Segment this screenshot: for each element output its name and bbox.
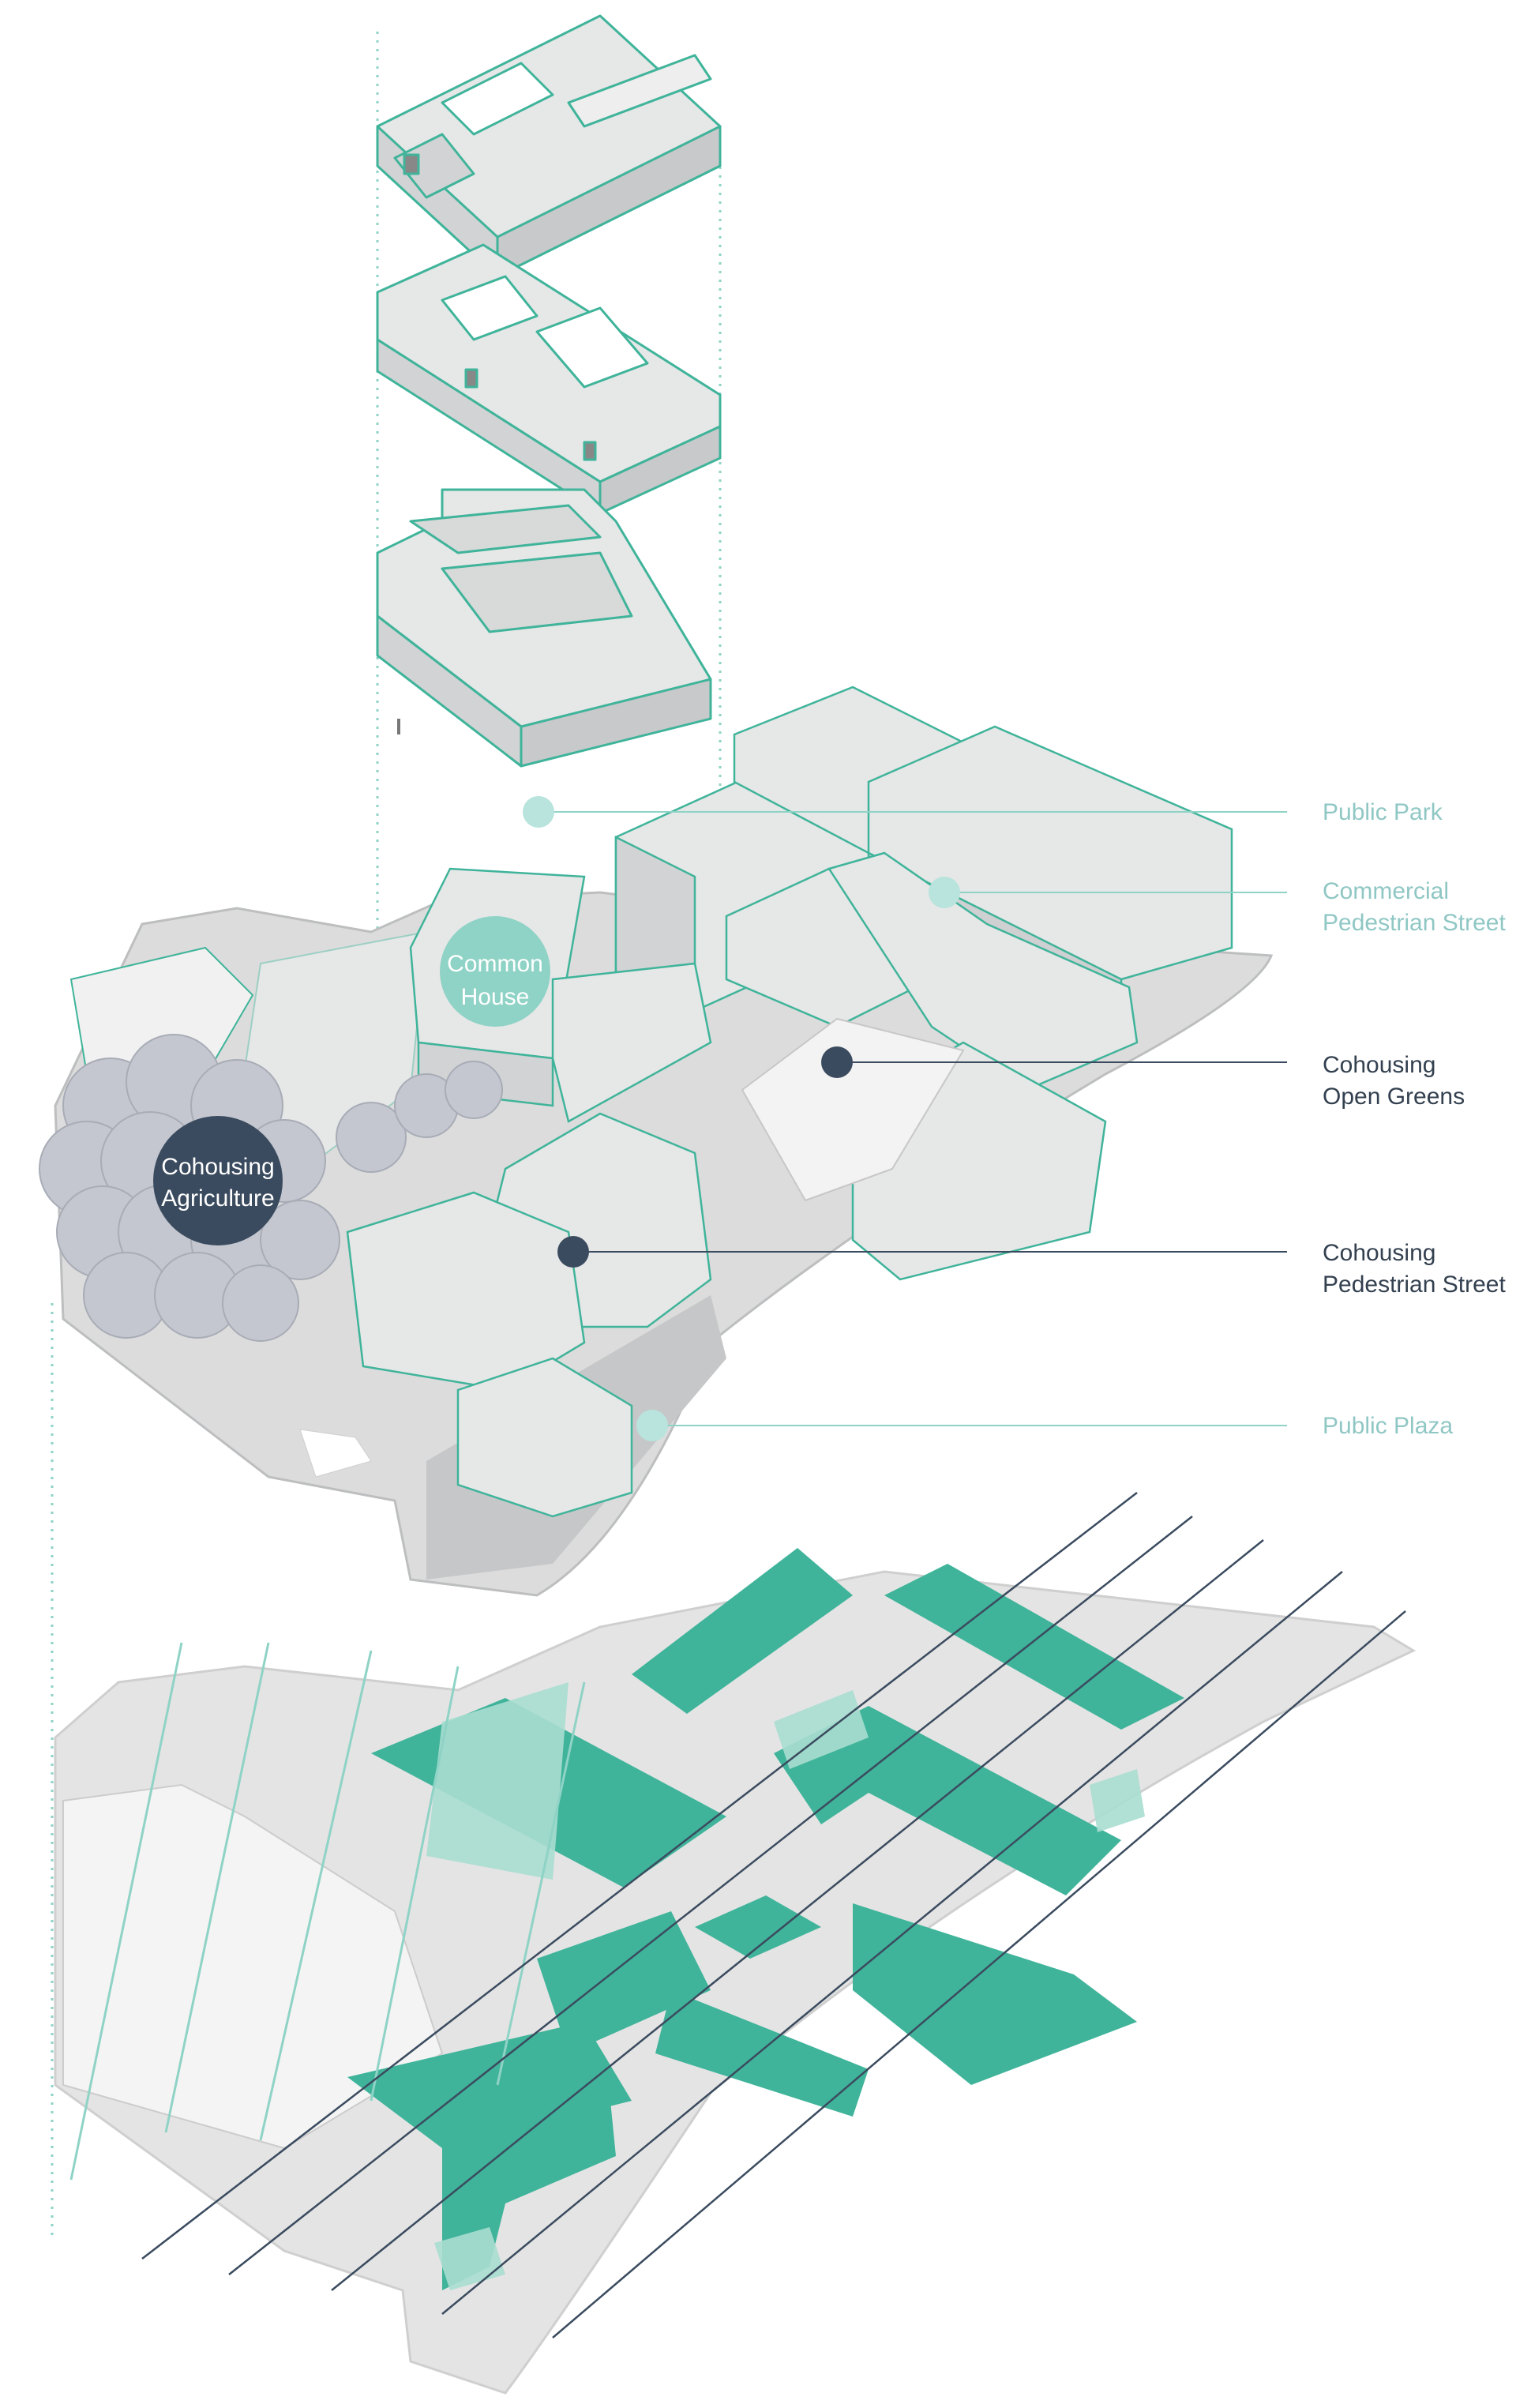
label-commercial-pedestrian-street: Commercial Pedestrian Street [1323,878,1506,936]
floor-level-1 [376,488,712,768]
label-cohousing-pedestrian-street: Cohousing Pedestrian Street [1323,1240,1506,1298]
label-line-2: Pedestrian Street [1323,1272,1506,1298]
floor-roof [376,14,722,278]
circle-dot-icon [821,1046,853,1078]
bubble-line-2: House [461,984,530,1010]
cohousing-open-greens-area [741,1017,965,1202]
label-text: Public Plaza [1323,1413,1453,1439]
bubble-line-1: Cohousing [161,1154,274,1180]
common-house-bubble: Common House [440,916,550,1027]
label-line-1: Commercial [1323,878,1449,904]
callouts [523,796,1287,1441]
label-line-2: Pedestrian Street [1323,910,1506,936]
dotted-guide-lines [51,32,722,2235]
label-public-park: Public Park [1323,799,1443,825]
circle-dot-icon [636,1410,668,1441]
grid-lines-teal [69,1642,586,2181]
ground-plan-layer [54,1492,1417,2395]
grid-lines-navy [141,1492,1406,2339]
cohousing-agriculture-bubble: Cohousing Agriculture [153,1116,283,1245]
bubble-line-2: Agriculture [161,1185,274,1212]
label-public-plaza: Public Plaza [1323,1413,1453,1439]
exploded-floors [51,14,722,2235]
label-line-1: Cohousing [1323,1052,1435,1078]
circle-dot-icon [523,796,554,828]
circle-dot-icon [557,1236,589,1268]
label-cohousing-open-greens: Cohousing Open Greens [1323,1052,1465,1110]
circle-dot-icon [929,877,960,908]
program-footprints-light [426,1682,1145,2290]
label-line-1: Cohousing [1323,1240,1435,1266]
floor-level-2 [376,243,722,515]
label-line-2: Open Greens [1323,1084,1465,1110]
bubble-line-1: Common [447,951,543,977]
label-text: Public Park [1323,799,1443,825]
